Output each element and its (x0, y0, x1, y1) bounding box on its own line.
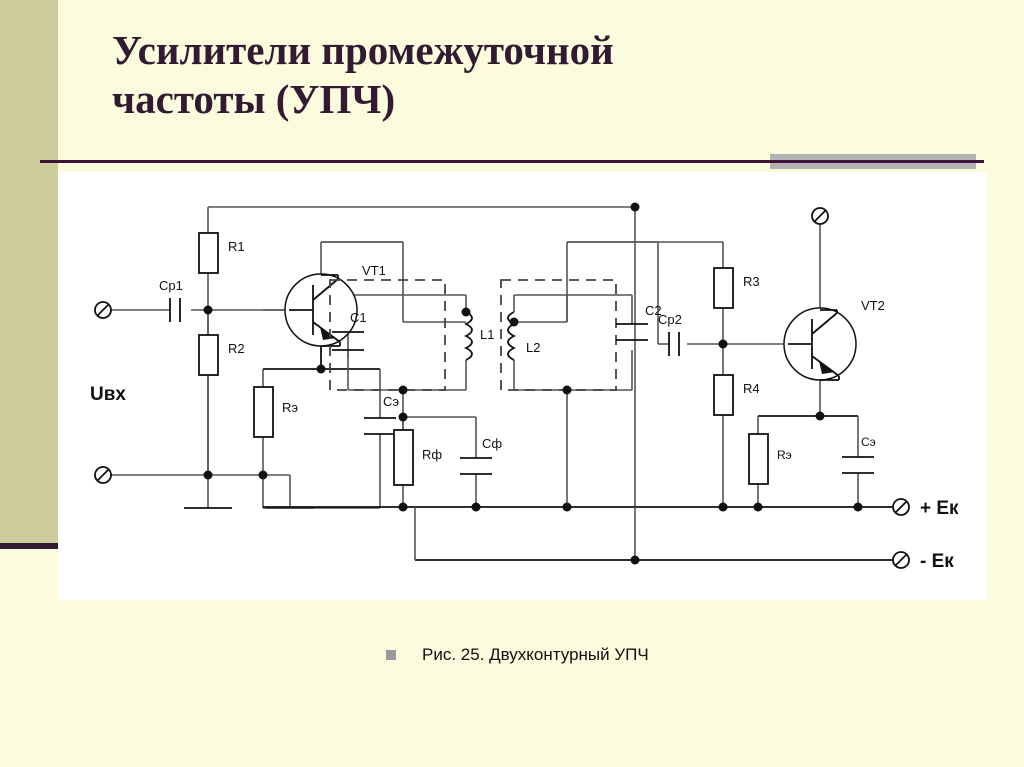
circuit-schematic: R1 R2 Cp1 VT1 (90, 202, 959, 572)
node-dot (471, 502, 481, 512)
square-bullet-icon (386, 650, 396, 660)
component-vt2 (783, 307, 857, 381)
page-title: Усилители промежуточной частоты (УПЧ) (112, 27, 614, 122)
label-re2: Rэ (777, 448, 792, 462)
label-rf: Rф (422, 447, 442, 462)
component-r1 (198, 232, 219, 274)
node-dot (398, 385, 408, 395)
node-dot (398, 502, 408, 512)
node-dot (815, 411, 825, 421)
node-dot (630, 555, 640, 565)
component-r2 (198, 334, 219, 376)
label-c2: C2 (645, 303, 662, 318)
node-dot (562, 385, 572, 395)
header-rule (40, 160, 984, 163)
label-r1: R1 (228, 239, 245, 254)
component-r4 (713, 374, 734, 416)
component-rf (393, 429, 414, 486)
node-dot (398, 412, 408, 422)
label-cp1: Cp1 (159, 278, 183, 293)
terminal-output-top[interactable] (811, 207, 829, 225)
terminal-ek-plus[interactable] (892, 498, 910, 516)
node-dot (203, 470, 213, 480)
node-dot (853, 502, 863, 512)
node-dot (630, 202, 640, 212)
caption-label: Рис. 25. Двухконтурный УПЧ (422, 645, 649, 664)
node-dot (753, 502, 763, 512)
terminal-input-bottom[interactable] (94, 466, 112, 484)
component-c2 (616, 323, 648, 341)
label-ce1: Сэ (383, 394, 399, 409)
label-cf: Сф (482, 436, 502, 451)
component-cf (460, 457, 492, 475)
terminal-ek-minus[interactable] (892, 551, 910, 569)
node-dot (316, 364, 326, 374)
node-dot (718, 502, 728, 512)
node-dot (461, 307, 471, 317)
component-r3 (713, 267, 734, 309)
terminal-input-top[interactable] (94, 301, 112, 319)
tank1-dashed-box (329, 279, 446, 391)
node-dot (718, 339, 728, 349)
label-input-voltage: Uвх (90, 384, 126, 405)
label-r4: R4 (743, 381, 760, 396)
figure-caption: Рис. 25. Двухконтурный УПЧ (386, 645, 649, 665)
component-l1 (463, 311, 473, 361)
node-dot (258, 470, 268, 480)
component-re1 (253, 386, 274, 438)
label-ce2: Сэ (861, 435, 876, 449)
label-r2: R2 (228, 341, 245, 356)
label-l2: L2 (526, 340, 540, 355)
label-vt2: VT2 (861, 298, 885, 313)
label-re1: Rэ (282, 400, 298, 415)
label-l1: L1 (480, 327, 494, 342)
label-r3: R3 (743, 274, 760, 289)
node-dot (203, 305, 213, 315)
node-dot (562, 502, 572, 512)
label-cp2: Cp2 (658, 312, 682, 327)
left-decor-rule (0, 543, 58, 549)
label-ek-plus: + Eк (920, 498, 959, 519)
component-ce1 (364, 417, 396, 435)
component-vt1 (284, 273, 358, 347)
component-cp1 (169, 298, 181, 322)
label-c1: C1 (350, 310, 367, 325)
left-decor-band (0, 0, 58, 543)
figure-panel: R1 R2 Cp1 VT1 (58, 172, 987, 600)
component-c1 (332, 331, 364, 351)
label-vt1: VT1 (362, 263, 386, 278)
component-re2 (748, 433, 769, 485)
component-l2 (507, 311, 517, 361)
node-dot (509, 317, 519, 327)
component-ce2 (842, 456, 874, 474)
tank2-dashed-box (500, 279, 617, 391)
component-cp2 (668, 332, 680, 356)
label-ek-minus: - Eк (920, 551, 954, 572)
